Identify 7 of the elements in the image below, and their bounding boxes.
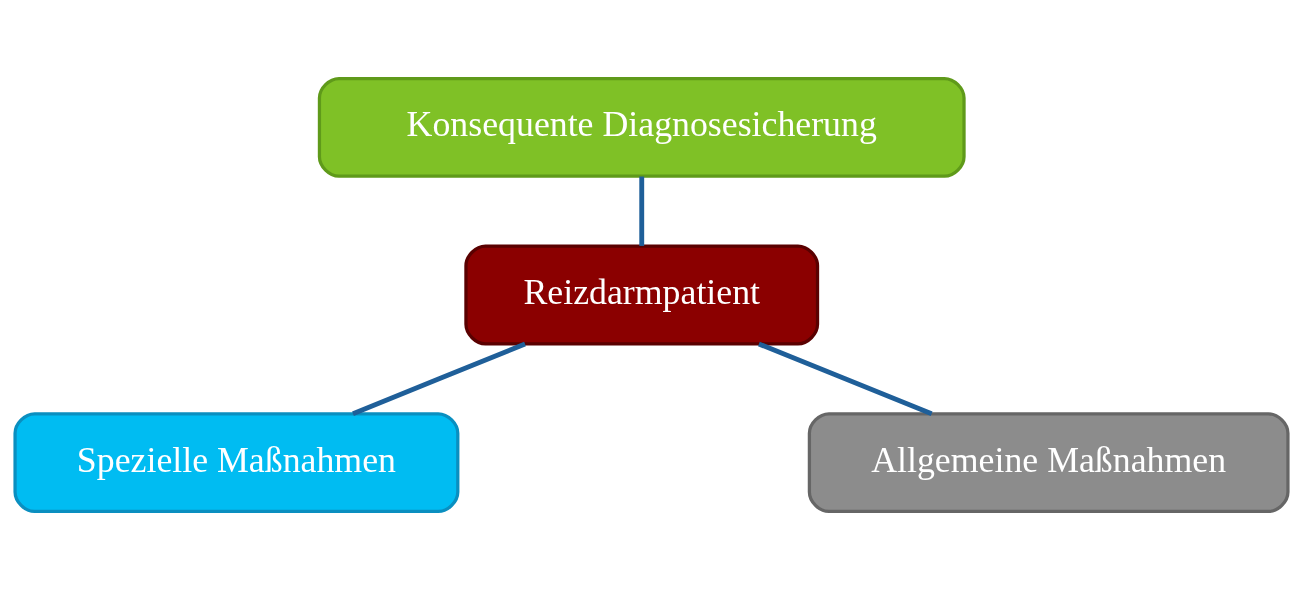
connector	[757, 341, 933, 416]
connector	[639, 176, 645, 246]
node-box: Allgemeine Maßnahmen	[807, 412, 1290, 514]
node-box: Spezielle Maßnahmen	[13, 412, 460, 514]
connector	[352, 341, 526, 416]
node-box: Konsequente Diagnosesicherung	[317, 76, 966, 178]
node-box: Reizdarmpatient	[464, 244, 820, 346]
